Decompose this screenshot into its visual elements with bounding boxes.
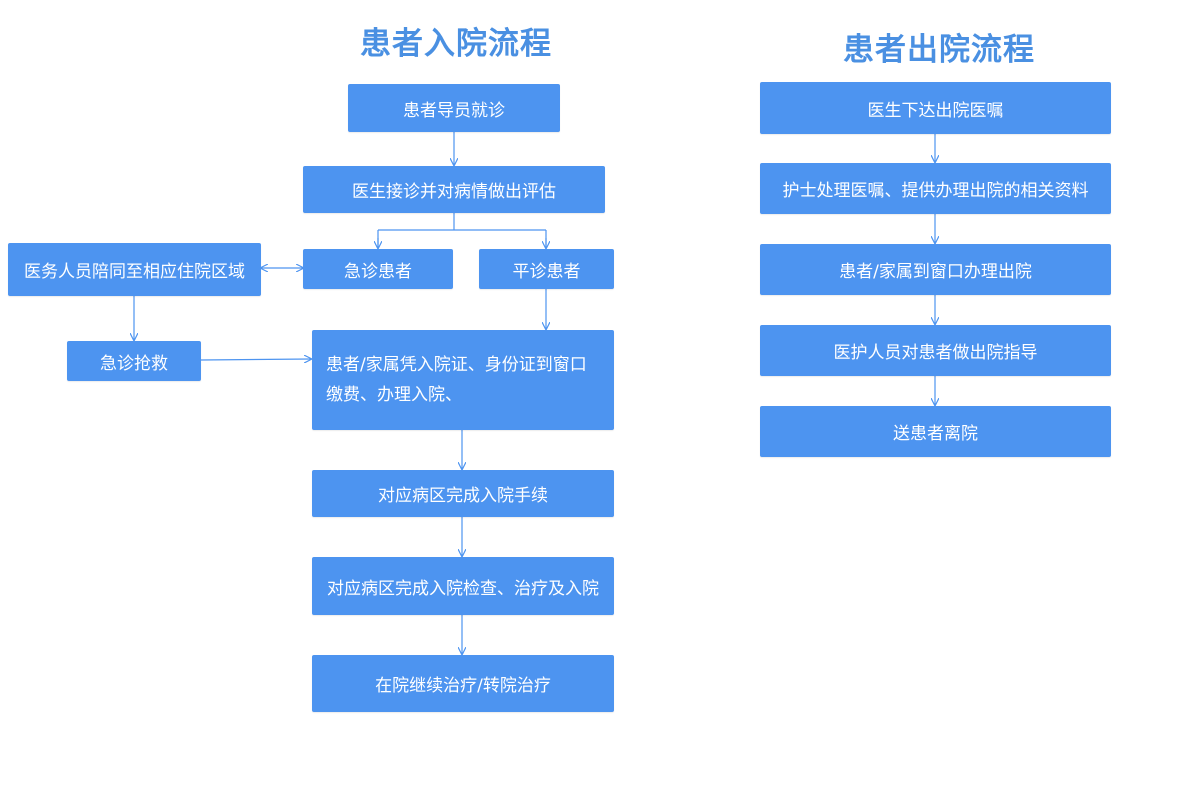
- step-regular: 平诊患者: [479, 249, 614, 289]
- discharge-step-2: 护士处理医嘱、提供办理出院的相关资料: [760, 163, 1111, 214]
- discharge-step-1: 医生下达出院医嘱: [760, 82, 1111, 134]
- step-escort: 医务人员陪同至相应住院区域: [8, 243, 261, 296]
- discharge-step-5: 送患者离院: [760, 406, 1111, 457]
- discharge-title: 患者出院流程: [843, 32, 1035, 68]
- admission-title: 患者入院流程: [360, 26, 552, 62]
- discharge-step-3: 患者/家属到窗口办理出院: [760, 244, 1111, 295]
- step-payment: 患者/家属凭入院证、身份证到窗口缴费、办理入院、: [312, 330, 614, 430]
- step-ward-exam: 对应病区完成入院检查、治疗及入院: [312, 557, 614, 615]
- connector-assess-branch: [377, 213, 547, 247]
- step-continue: 在院继续治疗/转院治疗: [312, 655, 614, 712]
- step-guide: 患者导员就诊: [348, 84, 560, 132]
- step-assess: 医生接诊并对病情做出评估: [303, 166, 605, 213]
- step-emergency: 急诊患者: [303, 249, 453, 289]
- step-ward-procedure: 对应病区完成入院手续: [312, 470, 614, 517]
- step-rescue: 急诊抢救: [67, 341, 201, 381]
- discharge-step-4: 医护人员对患者做出院指导: [760, 325, 1111, 376]
- connector-rescue-payment: [200, 359, 311, 360]
